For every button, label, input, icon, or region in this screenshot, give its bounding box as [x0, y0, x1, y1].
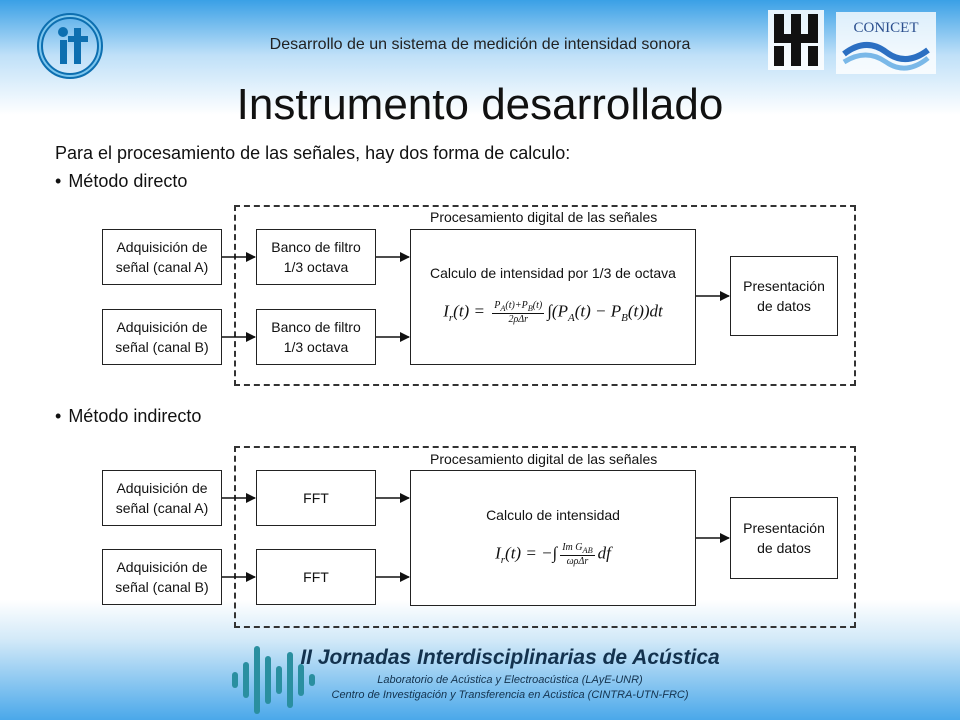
direct-calc-title: Calculo de intensidad por 1/3 de octava: [430, 265, 676, 281]
direct-group-label: Procesamiento digital de las señales: [426, 209, 662, 225]
indirect-input-a: Adquisición de señal (canal A): [102, 470, 222, 526]
indirect-calc-box: [410, 470, 696, 606]
footer-line-1: Laboratorio de Acústica y Electroacústic…: [377, 674, 643, 686]
direct-filter-b: Banco de filtro 1/3 octava: [256, 309, 376, 365]
indirect-calc-title: Calculo de intensidad: [486, 507, 620, 523]
direct-input-b: Adquisición de señal (canal B): [102, 309, 222, 365]
conicet-logo-text: CONICET: [854, 20, 919, 36]
direct-processing-group: [234, 205, 856, 386]
bullet-indirect-method: Método indirecto: [55, 406, 201, 427]
conicet-logo: CONICET: [836, 12, 936, 74]
indirect-processing-group: [234, 446, 856, 628]
page-title: Instrumento desarrollado: [236, 80, 724, 129]
indirect-fft-a: FFT: [256, 470, 376, 526]
header-subtitle: Desarrollo de un sistema de medición de …: [269, 36, 691, 53]
indirect-output-box: Presentación de datos: [730, 497, 838, 579]
direct-intensity-formula: Ir(t) = PA(t)+PB(t)2ρΔr∫(PA(t) − PB(t))d…: [443, 300, 663, 325]
utn-logo: [768, 10, 824, 70]
intro-text: Para el procesamiento de las señales, ha…: [55, 143, 571, 163]
indirect-fft-b: FFT: [256, 549, 376, 605]
footer-line-2: Centro de Investigación y Transferencia …: [331, 689, 689, 701]
bullet-direct-method: Método directo: [55, 171, 187, 192]
footer-title: II Jornadas Interdisciplinarias de Acúst…: [300, 646, 720, 669]
indirect-group-label: Procesamiento digital de las señales: [426, 451, 662, 467]
direct-calc-box: [410, 229, 696, 365]
acoustics-logo: [37, 13, 103, 79]
direct-output-box: Presentación de datos: [730, 256, 838, 336]
sound-wave-logo: [232, 646, 315, 714]
direct-filter-a: Banco de filtro 1/3 octava: [256, 229, 376, 285]
direct-input-a: Adquisición de señal (canal A): [102, 229, 222, 285]
indirect-input-b: Adquisición de señal (canal B): [102, 549, 222, 605]
